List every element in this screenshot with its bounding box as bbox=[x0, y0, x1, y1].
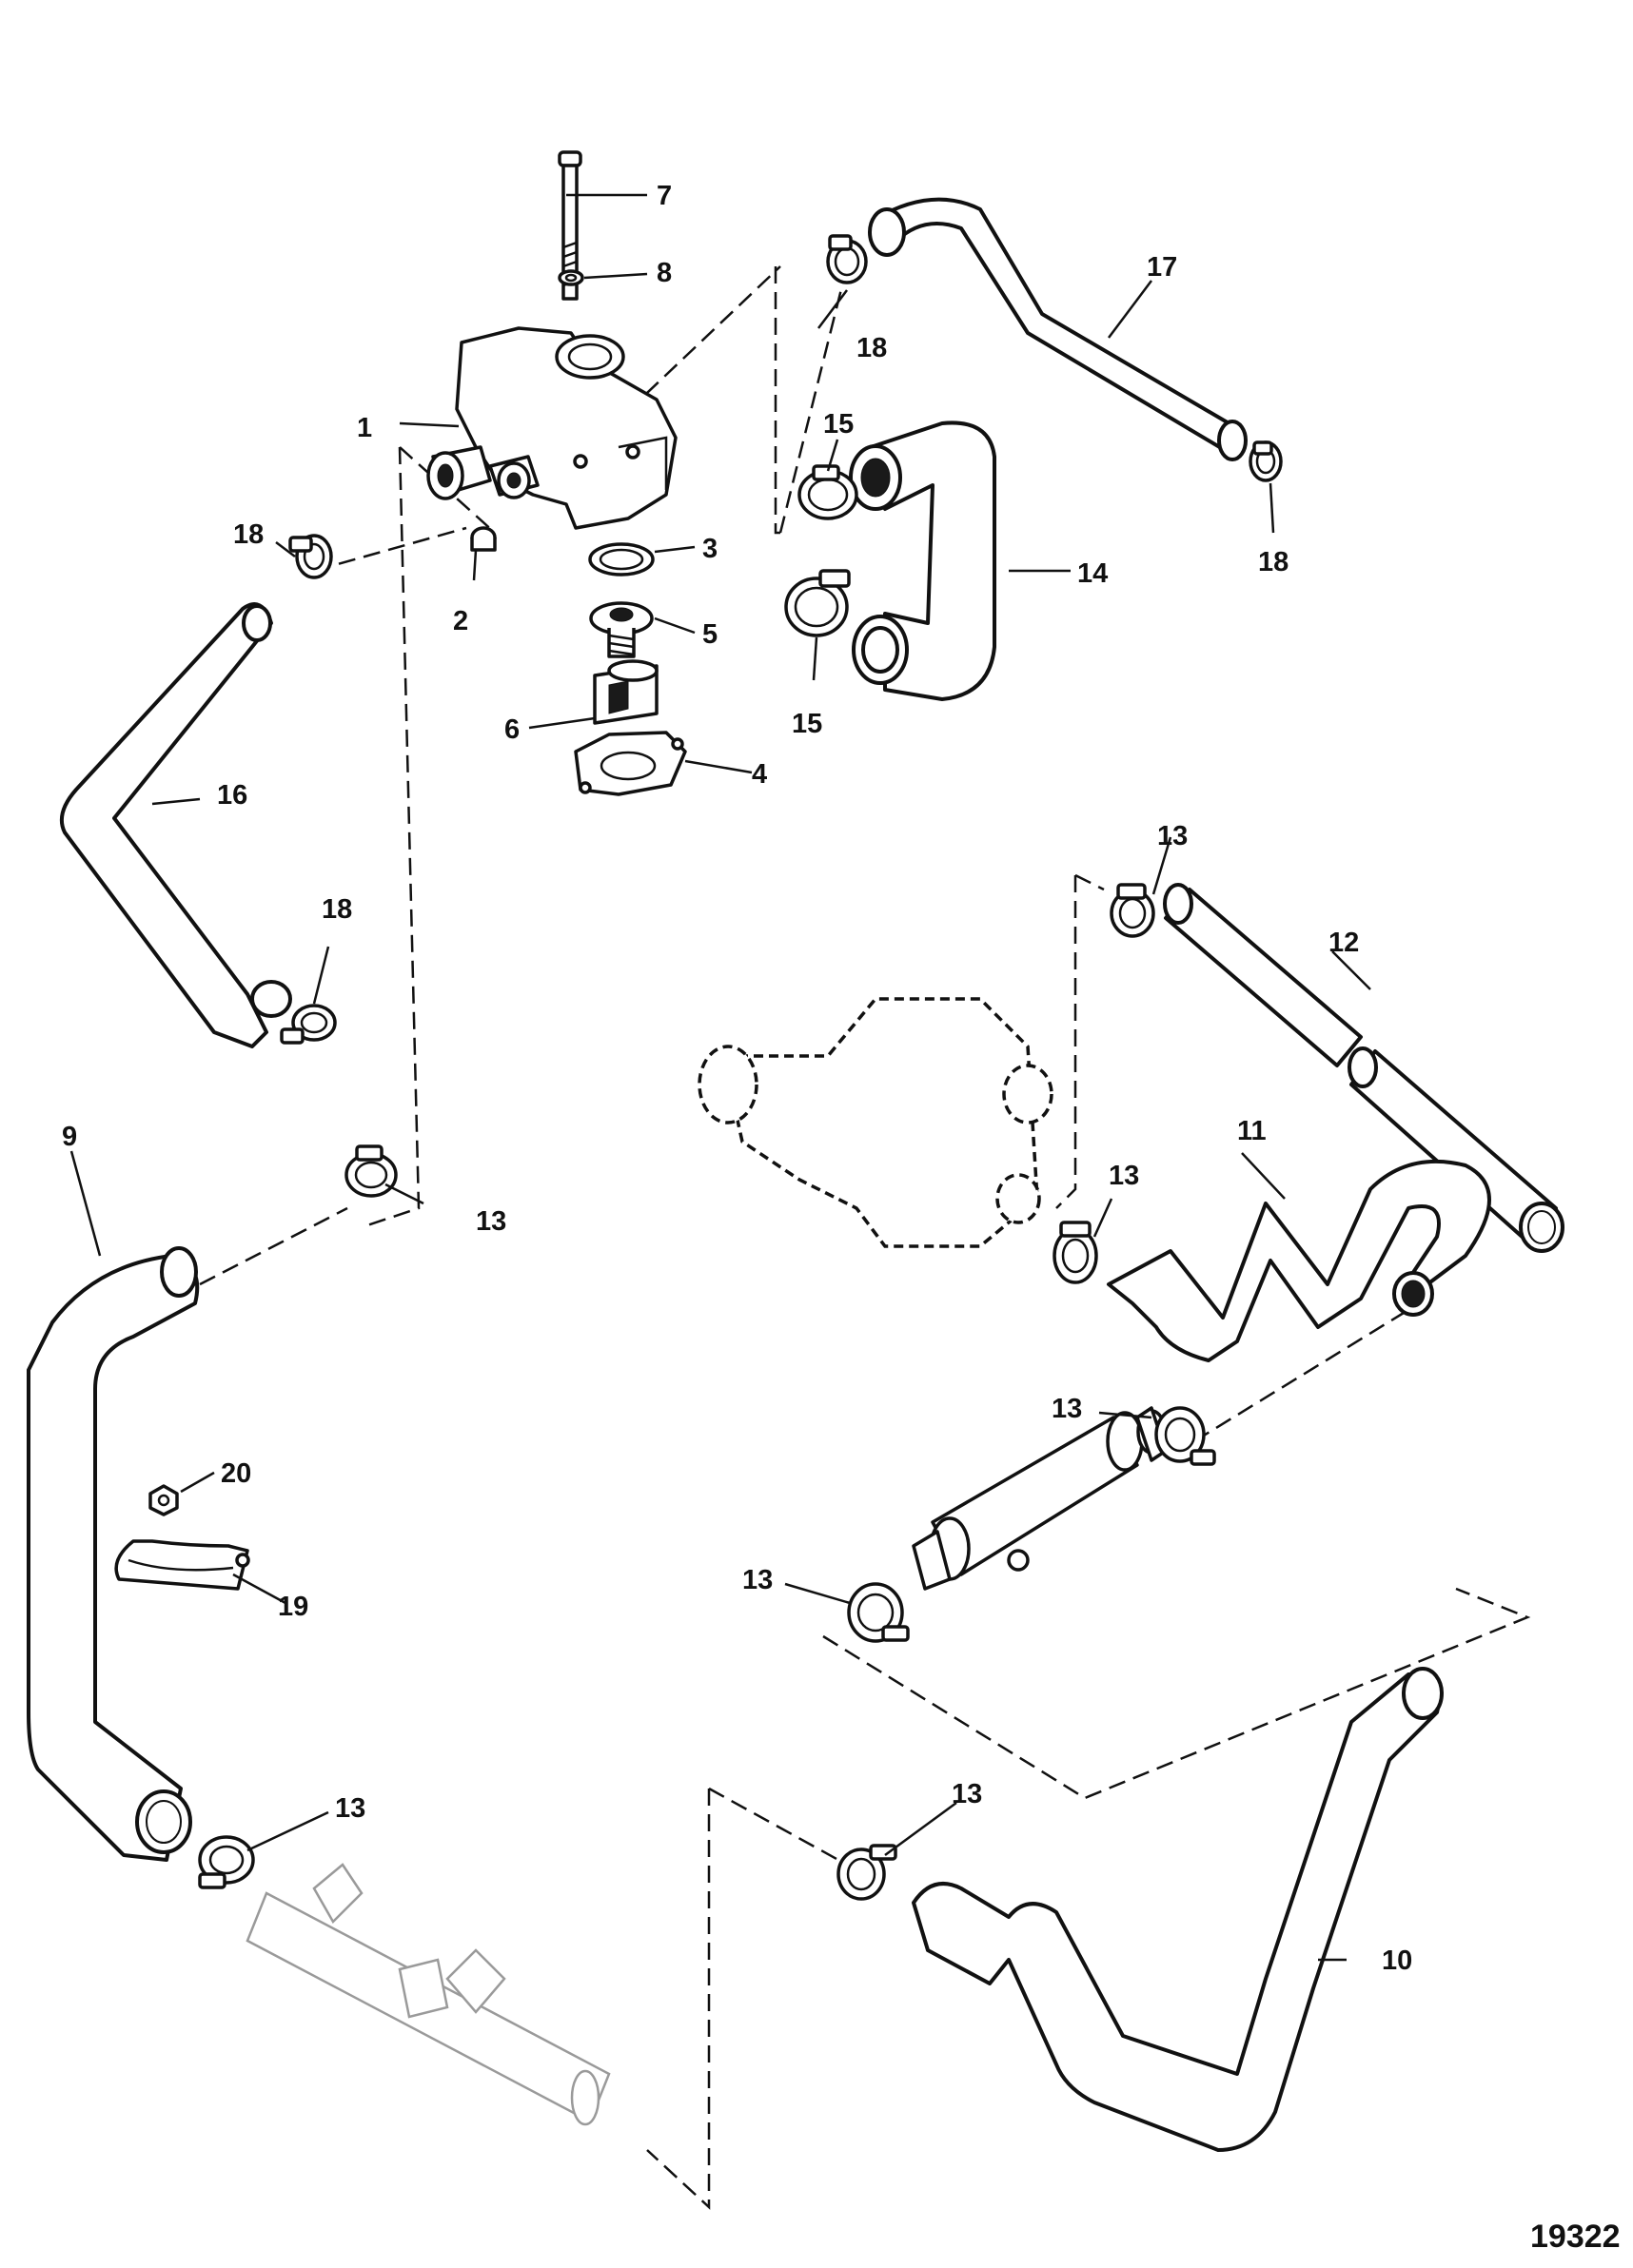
callout-13-hose9-top: 13 bbox=[476, 1206, 506, 1237]
callout-7: 7 bbox=[657, 181, 672, 211]
callout-8: 8 bbox=[657, 258, 672, 288]
strap bbox=[114, 1539, 250, 1591]
plug bbox=[470, 526, 497, 552]
callout-1: 1 bbox=[357, 413, 372, 443]
clamp-13-top-right bbox=[1110, 883, 1155, 938]
callout-13-hose9-bottom: 13 bbox=[335, 1793, 365, 1824]
callout-14: 14 bbox=[1077, 558, 1108, 589]
hose-11 bbox=[1107, 1159, 1491, 1362]
callout-15-lower: 15 bbox=[792, 709, 822, 739]
callout-18-top: 18 bbox=[856, 333, 887, 363]
hose-9 bbox=[27, 1246, 200, 1862]
callout-19: 19 bbox=[278, 1592, 308, 1622]
clamp-13-mid bbox=[1053, 1221, 1098, 1284]
washer bbox=[558, 269, 584, 286]
thermostat bbox=[589, 601, 654, 658]
callout-9: 9 bbox=[62, 1122, 77, 1152]
callout-18-left-top: 18 bbox=[233, 519, 264, 550]
bolt bbox=[558, 150, 582, 301]
callout-13-hose10: 13 bbox=[952, 1779, 982, 1809]
callout-13-cooler-left: 13 bbox=[742, 1565, 773, 1595]
callout-6: 6 bbox=[504, 714, 520, 745]
leader-lines bbox=[69, 193, 1371, 1962]
callout-18-left-bottom: 18 bbox=[322, 894, 352, 925]
hose-14 bbox=[849, 420, 996, 701]
routing-lines bbox=[199, 265, 1531, 2210]
callout-10: 10 bbox=[1382, 1945, 1412, 1976]
callout-11: 11 bbox=[1237, 1116, 1267, 1146]
clamp-13-cooler-right bbox=[1154, 1406, 1216, 1466]
clamp-18-left-bottom bbox=[280, 1004, 337, 1045]
callout-17: 17 bbox=[1147, 252, 1177, 283]
callout-18-right: 18 bbox=[1258, 547, 1289, 577]
hose-10 bbox=[912, 1667, 1444, 2152]
callout-20: 20 bbox=[221, 1458, 251, 1489]
clamp-15-upper bbox=[797, 464, 858, 520]
clamp-15-lower bbox=[784, 569, 851, 637]
gasket-lower bbox=[574, 731, 687, 796]
clamp-18-top bbox=[826, 234, 868, 284]
reference-cooler bbox=[698, 997, 1053, 1248]
clamp-13-hose10 bbox=[836, 1844, 897, 1901]
callout-13-mid: 13 bbox=[1109, 1161, 1139, 1191]
callout-4: 4 bbox=[752, 759, 767, 790]
callout-15-upper: 15 bbox=[823, 409, 854, 440]
figure-number: 19322 bbox=[1530, 2219, 1621, 2255]
clamp-13-cooler-left bbox=[847, 1582, 910, 1643]
callout-16: 16 bbox=[217, 780, 247, 811]
clamp-13-hose9-top bbox=[344, 1144, 398, 1198]
hose-16 bbox=[60, 602, 292, 1048]
callout-5: 5 bbox=[702, 619, 718, 650]
reference-pump bbox=[246, 1863, 611, 2126]
hose-12 bbox=[1163, 883, 1564, 1253]
callout-13-top-right: 13 bbox=[1157, 821, 1188, 851]
sleeve bbox=[593, 659, 659, 725]
clamp-13-hose9-bottom bbox=[198, 1835, 255, 1889]
callout-3: 3 bbox=[702, 534, 718, 564]
oil-cooler bbox=[912, 1406, 1168, 1591]
thermostat-housing bbox=[426, 326, 678, 530]
callout-2: 2 bbox=[453, 606, 468, 636]
nut bbox=[148, 1484, 179, 1516]
callout-12: 12 bbox=[1328, 928, 1359, 958]
clamp-18-right bbox=[1249, 440, 1283, 482]
clamp-18-left-top bbox=[288, 534, 333, 579]
callout-labels: 7 8 1 2 3 5 6 4 18 17 18 15 15 14 18 16 … bbox=[62, 181, 1412, 1976]
callout-13-cooler-right: 13 bbox=[1052, 1394, 1082, 1424]
hose-17 bbox=[868, 197, 1248, 461]
gasket-upper bbox=[588, 542, 655, 577]
